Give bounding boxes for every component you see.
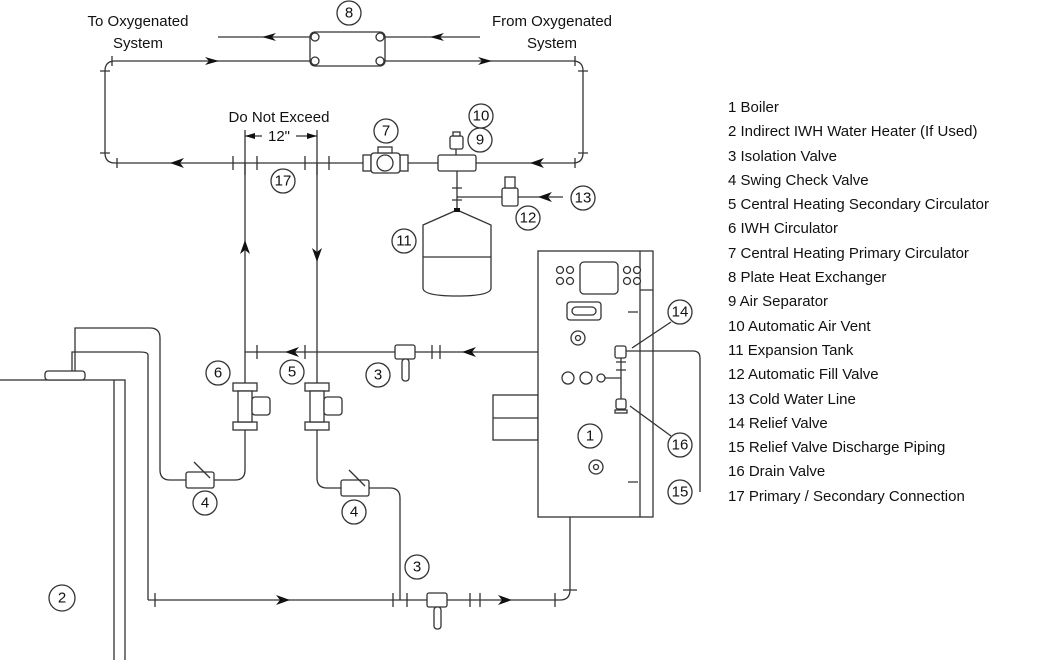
legend-item: 5 Central Heating Secondary Circulator	[728, 196, 989, 214]
svg-text:5: 5	[288, 364, 296, 381]
legend-item: 15 Relief Valve Discharge Piping	[728, 439, 946, 457]
callout-6: 6	[205, 360, 231, 386]
dimension-line	[244, 130, 318, 175]
callout-11: 11	[391, 228, 417, 254]
svg-text:7: 7	[382, 123, 390, 140]
legend-item: 13 Cold Water Line	[728, 390, 856, 408]
svg-text:6: 6	[214, 365, 222, 382]
svg-text:4: 4	[350, 504, 358, 521]
callout-2: 2	[48, 584, 76, 612]
primary-circulator	[362, 146, 409, 174]
callout-15: 15	[667, 479, 693, 505]
callout-5: 5	[279, 359, 305, 385]
flow-arrow	[498, 595, 512, 605]
legend-item: 6 IWH Circulator	[728, 220, 839, 238]
svg-text:14: 14	[672, 304, 689, 321]
iwh-circulator	[232, 382, 271, 431]
leader-lines	[629, 321, 672, 437]
legend-item: 8 Plate Heat Exchanger	[728, 269, 887, 287]
svg-text:16: 16	[672, 437, 689, 454]
callout-16: 16	[667, 432, 693, 458]
do-not-exceed-label: Do Not Exceed	[229, 109, 330, 126]
callout-4: 4	[341, 499, 367, 525]
svg-text:4: 4	[201, 495, 209, 512]
legend-item: 4 Swing Check Valve	[728, 171, 869, 189]
callout-14: 14	[667, 299, 693, 325]
boiler	[492, 250, 701, 518]
automatic-fill-valve	[501, 176, 519, 207]
callout-7: 7	[373, 118, 399, 144]
svg-text:17: 17	[275, 173, 292, 190]
isolation-valve	[394, 344, 416, 382]
callout-8: 8	[336, 0, 362, 26]
to-system-label: To Oxygenated	[88, 13, 189, 30]
dimension-label: 12"	[268, 128, 290, 145]
expansion-tank	[422, 171, 563, 297]
from-system-label: From Oxygenated	[492, 13, 612, 30]
legend-item: 17 Primary / Secondary Connection	[728, 487, 965, 505]
legend-item: 10 Automatic Air Vent	[728, 317, 871, 335]
legend-item: 16 Drain Valve	[728, 463, 826, 481]
svg-text:2: 2	[58, 590, 66, 607]
callouts: 1 2 3 3 4 4 5 6 7 8 9 10 11 12 13 14 15 …	[48, 0, 693, 612]
callout-3: 3	[404, 554, 430, 580]
svg-text:8: 8	[345, 5, 353, 22]
to-system-label-2: System	[113, 35, 163, 52]
legend-item: 14 Relief Valve	[728, 414, 828, 432]
callout-10: 10	[468, 103, 494, 129]
svg-text:10: 10	[473, 108, 490, 125]
plate-heat-exchanger	[218, 31, 480, 67]
primary-loop-piping	[100, 56, 588, 170]
swing-check-valve	[185, 461, 215, 489]
legend-item: 1 Boiler	[728, 99, 779, 116]
callout-9: 9	[467, 127, 493, 153]
svg-text:15: 15	[672, 484, 689, 501]
callout-12: 12	[515, 205, 541, 231]
svg-text:1: 1	[586, 428, 594, 445]
callout-4: 4	[192, 490, 218, 516]
callout-3: 3	[365, 362, 391, 388]
legend: 1 Boiler 2 Indirect IWH Water Heater (If…	[728, 96, 989, 509]
callout-1: 1	[577, 423, 603, 449]
swing-check-valve	[340, 469, 370, 497]
indirect-water-heater	[0, 370, 126, 660]
legend-item: 7 Central Heating Primary Circulator	[728, 244, 969, 262]
legend-item: 11 Expansion Tank	[728, 341, 854, 359]
svg-text:11: 11	[396, 233, 412, 250]
secondary-circulator	[304, 382, 343, 431]
air-separator	[437, 131, 477, 172]
callout-17: 17	[270, 168, 296, 194]
svg-text:3: 3	[413, 559, 421, 576]
svg-text:9: 9	[476, 132, 484, 149]
callout-13: 13	[570, 185, 596, 211]
from-system-label-2: System	[527, 35, 577, 52]
svg-text:13: 13	[575, 190, 592, 207]
legend-item: 2 Indirect IWH Water Heater (If Used)	[728, 123, 978, 141]
svg-text:3: 3	[374, 367, 382, 384]
legend-item: 3 Isolation Valve	[728, 147, 837, 165]
svg-text:12: 12	[520, 210, 537, 227]
legend-item: 12 Automatic Fill Valve	[728, 366, 879, 384]
legend-item: 9 Air Separator	[728, 293, 829, 311]
isolation-valve	[426, 592, 448, 630]
